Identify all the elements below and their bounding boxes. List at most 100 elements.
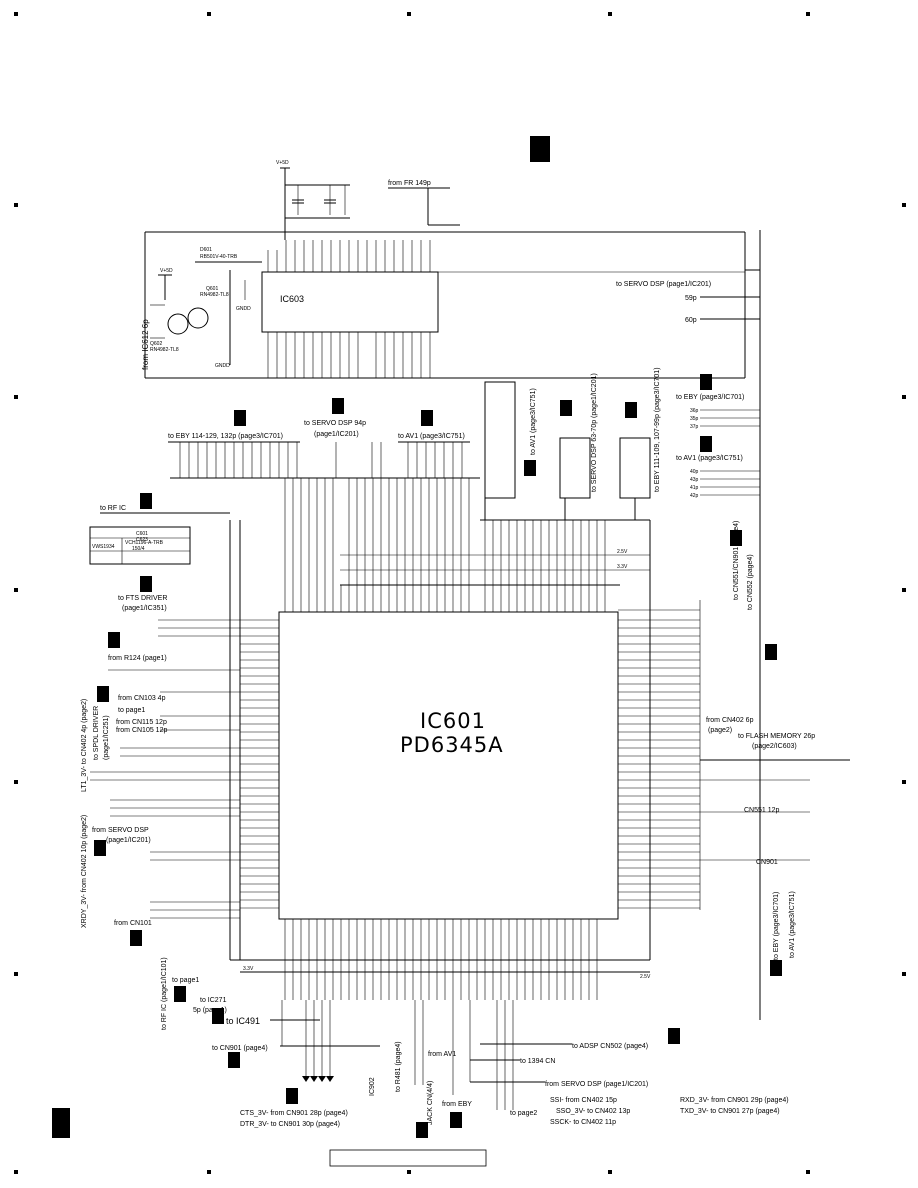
marker-rf xyxy=(140,493,152,509)
gndd-left-2: GNDD xyxy=(215,363,230,369)
ssck-label: SSCK- to CN402 11p xyxy=(550,1119,616,1126)
pin-60p: 60p xyxy=(685,317,697,324)
dtr-label: DTR_3V- to CN901 30p (page4) xyxy=(240,1121,340,1128)
v5-label: V+5D xyxy=(276,160,289,166)
p37: 37p xyxy=(690,424,699,430)
to-spdl: to SPDL DRIVER xyxy=(93,706,100,760)
txd-label: TXD_3V- to CN901 27p (page4) xyxy=(680,1108,780,1115)
to-rf-ic-left: to RF IC (page1/IC101) xyxy=(161,957,168,1030)
section-marker-a xyxy=(530,136,550,162)
to-cn551-901: to CN551/CN901 (page4) xyxy=(733,521,740,600)
to-ic271: to IC271 xyxy=(200,997,227,1004)
marker-eby-data xyxy=(625,402,637,418)
to-servo-addr: to SERVO DSP 94p xyxy=(304,420,366,427)
to-av1-right-page: to AV1 (page3/IC751) xyxy=(789,891,796,958)
ic902-label: IC902 xyxy=(369,1077,376,1096)
from-av1: from AV1 xyxy=(428,1051,456,1058)
rxd-label: RXD_3V- from CN901 29p (page4) xyxy=(680,1097,789,1104)
from-servo-left-page: (page1/IC201) xyxy=(106,837,151,844)
to-fts-page: (page1/IC351) xyxy=(122,605,167,612)
from-servo-bottom: from SERVO DSP (page1/IC201) xyxy=(545,1081,648,1088)
to-cn901: to CN901 (page4) xyxy=(212,1045,268,1052)
table-h1: C601 xyxy=(136,531,148,537)
xrdy-label: XRDY_3V- from CN402 10p (page2) xyxy=(81,815,88,928)
marker-right-av1 xyxy=(700,436,712,452)
ic601-label: IC601 xyxy=(420,709,486,733)
marker-servo xyxy=(332,398,344,414)
ic601-right-pins xyxy=(618,609,700,909)
ic603-block: IC603 xyxy=(261,240,439,378)
table-r3: 150/4 xyxy=(132,546,145,552)
data-bus-box-2 xyxy=(559,437,591,499)
marker-eby-bottom xyxy=(450,1112,462,1128)
pin-59p: 59p xyxy=(685,295,697,302)
cn901-right: CN901 xyxy=(756,859,778,866)
page-number-box xyxy=(329,1149,487,1167)
to-av1-right: to AV1 (page3/IC751) xyxy=(676,455,743,462)
v33-top: 3.3V xyxy=(617,564,628,570)
marker-r124 xyxy=(108,632,120,648)
marker-right-bottom xyxy=(770,960,782,976)
marker-fts xyxy=(140,576,152,592)
address-bus-lines xyxy=(179,442,463,478)
v25-top: 2.5V xyxy=(617,549,628,555)
to-rf-ic: to RF IC xyxy=(100,505,126,512)
q601-part: RN4982-TL8 xyxy=(200,292,229,298)
to-adsp: to ADSP CN502 (page4) xyxy=(572,1043,648,1050)
marker-cn551 xyxy=(730,530,742,546)
from-cn103: from CN103 4p xyxy=(118,695,166,702)
from-fr-label: from FR 149p xyxy=(388,180,431,187)
to-av1-data: to AV1 (page3/IC751) xyxy=(530,388,537,455)
to-page1: to page1 xyxy=(118,707,145,714)
marker-cts xyxy=(286,1088,298,1104)
p42: 42p xyxy=(690,493,699,499)
q602-part: RN4982-TL8 xyxy=(150,347,179,353)
section-marker-bottom xyxy=(52,1108,70,1138)
marker-data-c xyxy=(524,460,536,476)
v5d-left: V+5D xyxy=(160,268,173,274)
marker-av1 xyxy=(421,410,433,426)
table-h2: C623 xyxy=(136,537,148,543)
flash-region-frame xyxy=(144,231,746,379)
marker-ic271 xyxy=(212,1008,224,1024)
jack-label: JACK CN(4/4) xyxy=(427,1081,434,1125)
to-eby-right: to EBY (page3/IC701) xyxy=(676,394,744,401)
marker-right-eby xyxy=(700,374,712,390)
to-flash-mem: to FLASH MEMORY 26p xyxy=(738,733,815,740)
from-eby: from EBY xyxy=(442,1101,472,1108)
ic603-label: IC603 xyxy=(280,294,304,304)
marker-page1-b xyxy=(174,986,186,1002)
frame-marks xyxy=(14,12,906,1174)
from-cn402: from CN402 6p xyxy=(706,717,754,724)
p35: 35p xyxy=(690,416,699,422)
p40: 40p xyxy=(690,469,699,475)
d601-label: D601 xyxy=(200,247,212,253)
parts-table: C601 C623 VWS1934 VCH1196-A-TRB 150/4 xyxy=(89,526,191,565)
from-cn115: from CN115 12p xyxy=(116,719,167,726)
sso-label: SSO_3V- to CN402 13p xyxy=(556,1108,630,1115)
to-spdl-page: (page1/IC251) xyxy=(103,715,110,760)
q602-label: Q602 xyxy=(150,341,162,347)
to-servo-data: to SERVO DSP 63-70p (page1/IC201) xyxy=(591,373,598,492)
marker-adsp xyxy=(668,1028,680,1044)
to-eby-right-page: to EBY (page3/IC701) xyxy=(773,892,780,960)
to-page1-b: to page1 xyxy=(172,977,199,984)
marker-cn901 xyxy=(228,1052,240,1068)
from-ic612: from IC612 6p xyxy=(141,319,150,370)
ic601-body xyxy=(278,611,619,920)
marker-cn103 xyxy=(97,686,109,702)
to-cn552: to CN552 (page4) xyxy=(747,554,754,610)
v5-supply: V+5D xyxy=(276,160,350,240)
transistor-section: D601 RB501V-40-TRB V+5D Q601 RN4982-TL8 … xyxy=(150,247,262,369)
q601-label: Q601 xyxy=(206,286,218,292)
marker-jack xyxy=(416,1122,428,1138)
to-flash-mem-page: (page2/IC603) xyxy=(752,743,797,750)
to-servo-flash: to SERVO DSP (page1/IC201) xyxy=(616,281,711,288)
v25-bottom: 2.5V xyxy=(640,974,651,980)
to-r481: to R481 (page4) xyxy=(395,1041,402,1092)
cts-label: CTS_3V- from CN901 28p (page4) xyxy=(240,1110,348,1117)
data-bus-box-1 xyxy=(484,381,516,499)
cn551-12p: CN551 12p xyxy=(744,807,780,814)
ic601-left-pins xyxy=(240,619,279,909)
